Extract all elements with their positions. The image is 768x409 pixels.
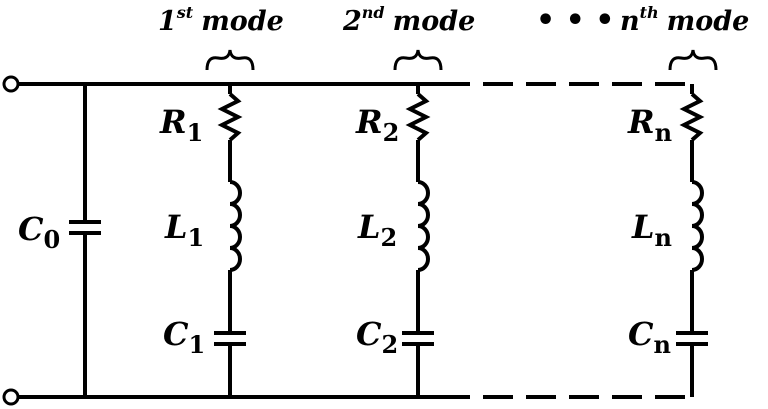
branch-1 xyxy=(214,84,246,397)
branch-n xyxy=(676,84,708,397)
inductor-2-label: L2 xyxy=(357,208,397,252)
header-ellipsis: • • • xyxy=(536,3,614,38)
capacitor-1-label: C1 xyxy=(163,315,205,359)
resistor-n-label: Rn xyxy=(627,103,672,147)
inductor-n xyxy=(691,180,704,272)
resistor-2 xyxy=(405,92,431,142)
c0-capacitor xyxy=(69,84,101,397)
capacitor-n-label: Cn xyxy=(628,315,671,359)
brace-nth-mode xyxy=(668,49,718,71)
inductor-n-label: Ln xyxy=(631,208,672,252)
inductor-1-label: L1 xyxy=(164,208,204,252)
resistor-2-label: R2 xyxy=(355,103,399,147)
resistor-n xyxy=(679,92,705,142)
inductor-1 xyxy=(229,180,242,272)
brace-second-mode xyxy=(393,49,443,71)
brace-first-mode xyxy=(205,49,255,71)
resistor-1 xyxy=(217,92,243,142)
bottom-terminal xyxy=(2,388,20,406)
top-terminal xyxy=(2,75,20,93)
capacitor-2-label: C2 xyxy=(356,315,398,359)
branch-2 xyxy=(402,84,434,397)
inductor-2 xyxy=(417,180,430,272)
c0-label: C0 xyxy=(18,210,60,254)
resistor-1-label: R1 xyxy=(159,103,203,147)
